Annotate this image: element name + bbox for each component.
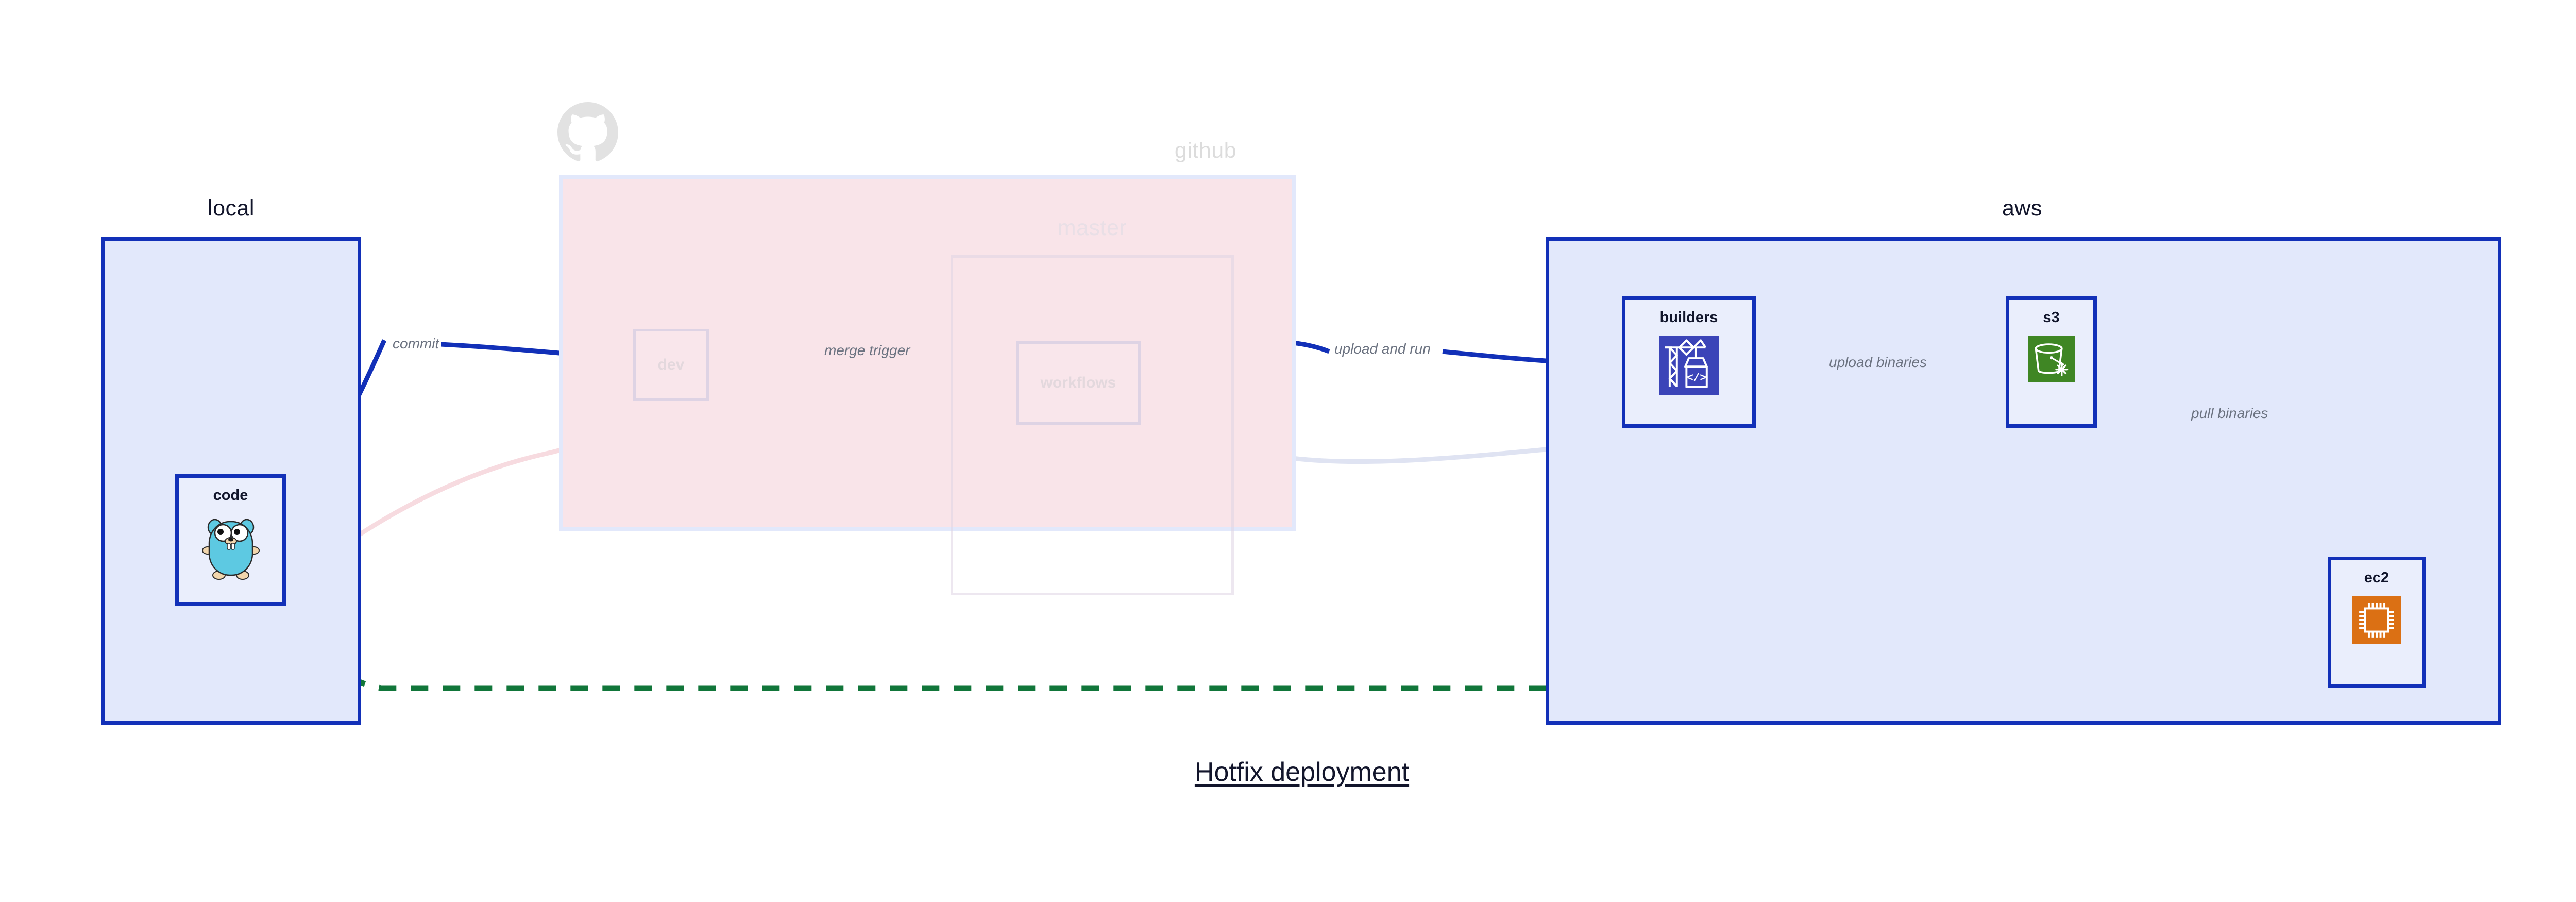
github-octocat-icon [557,102,618,165]
node-s3[interactable]: s3 [2006,296,2097,428]
node-dev[interactable]: dev [633,329,709,401]
edge-label-merge-trigger: merge trigger [822,342,912,359]
aws-s3-bucket-icon [2028,336,2075,385]
aws-ec2-chip-icon [2352,596,2401,647]
node-workflows-label: workflows [1040,374,1116,391]
diagram-title: Hotfix deployment [1194,757,1410,787]
group-local-label: local [208,196,255,221]
group-master-label: master [1057,215,1127,240]
node-builders[interactable]: builders </> [1622,296,1756,428]
node-workflows[interactable]: workflows [1016,341,1141,425]
edge-label-upload-and-run: upload and run [1332,341,1433,357]
edge-label-commit: commit [391,336,442,352]
group-aws-label: aws [2002,196,2042,221]
node-ec2-label: ec2 [2364,570,2389,586]
svg-text:</>: </> [1687,373,1706,385]
node-dev-label: dev [657,356,685,373]
edge-label-pull-binaries: pull binaries [2189,405,2270,422]
group-github [559,175,1296,531]
node-ec2[interactable]: ec2 [2328,557,2426,688]
node-s3-label: s3 [2043,309,2060,326]
node-code-label: code [213,487,248,504]
node-code[interactable]: code [175,474,286,606]
edge-label-upload-binaries: upload binaries [1827,354,1929,371]
group-master [951,255,1234,595]
aws-codebuild-crane-icon: </> [1659,336,1719,398]
group-github-label: github [1174,138,1237,163]
node-builders-label: builders [1659,309,1718,326]
go-gopher-icon [200,513,261,583]
